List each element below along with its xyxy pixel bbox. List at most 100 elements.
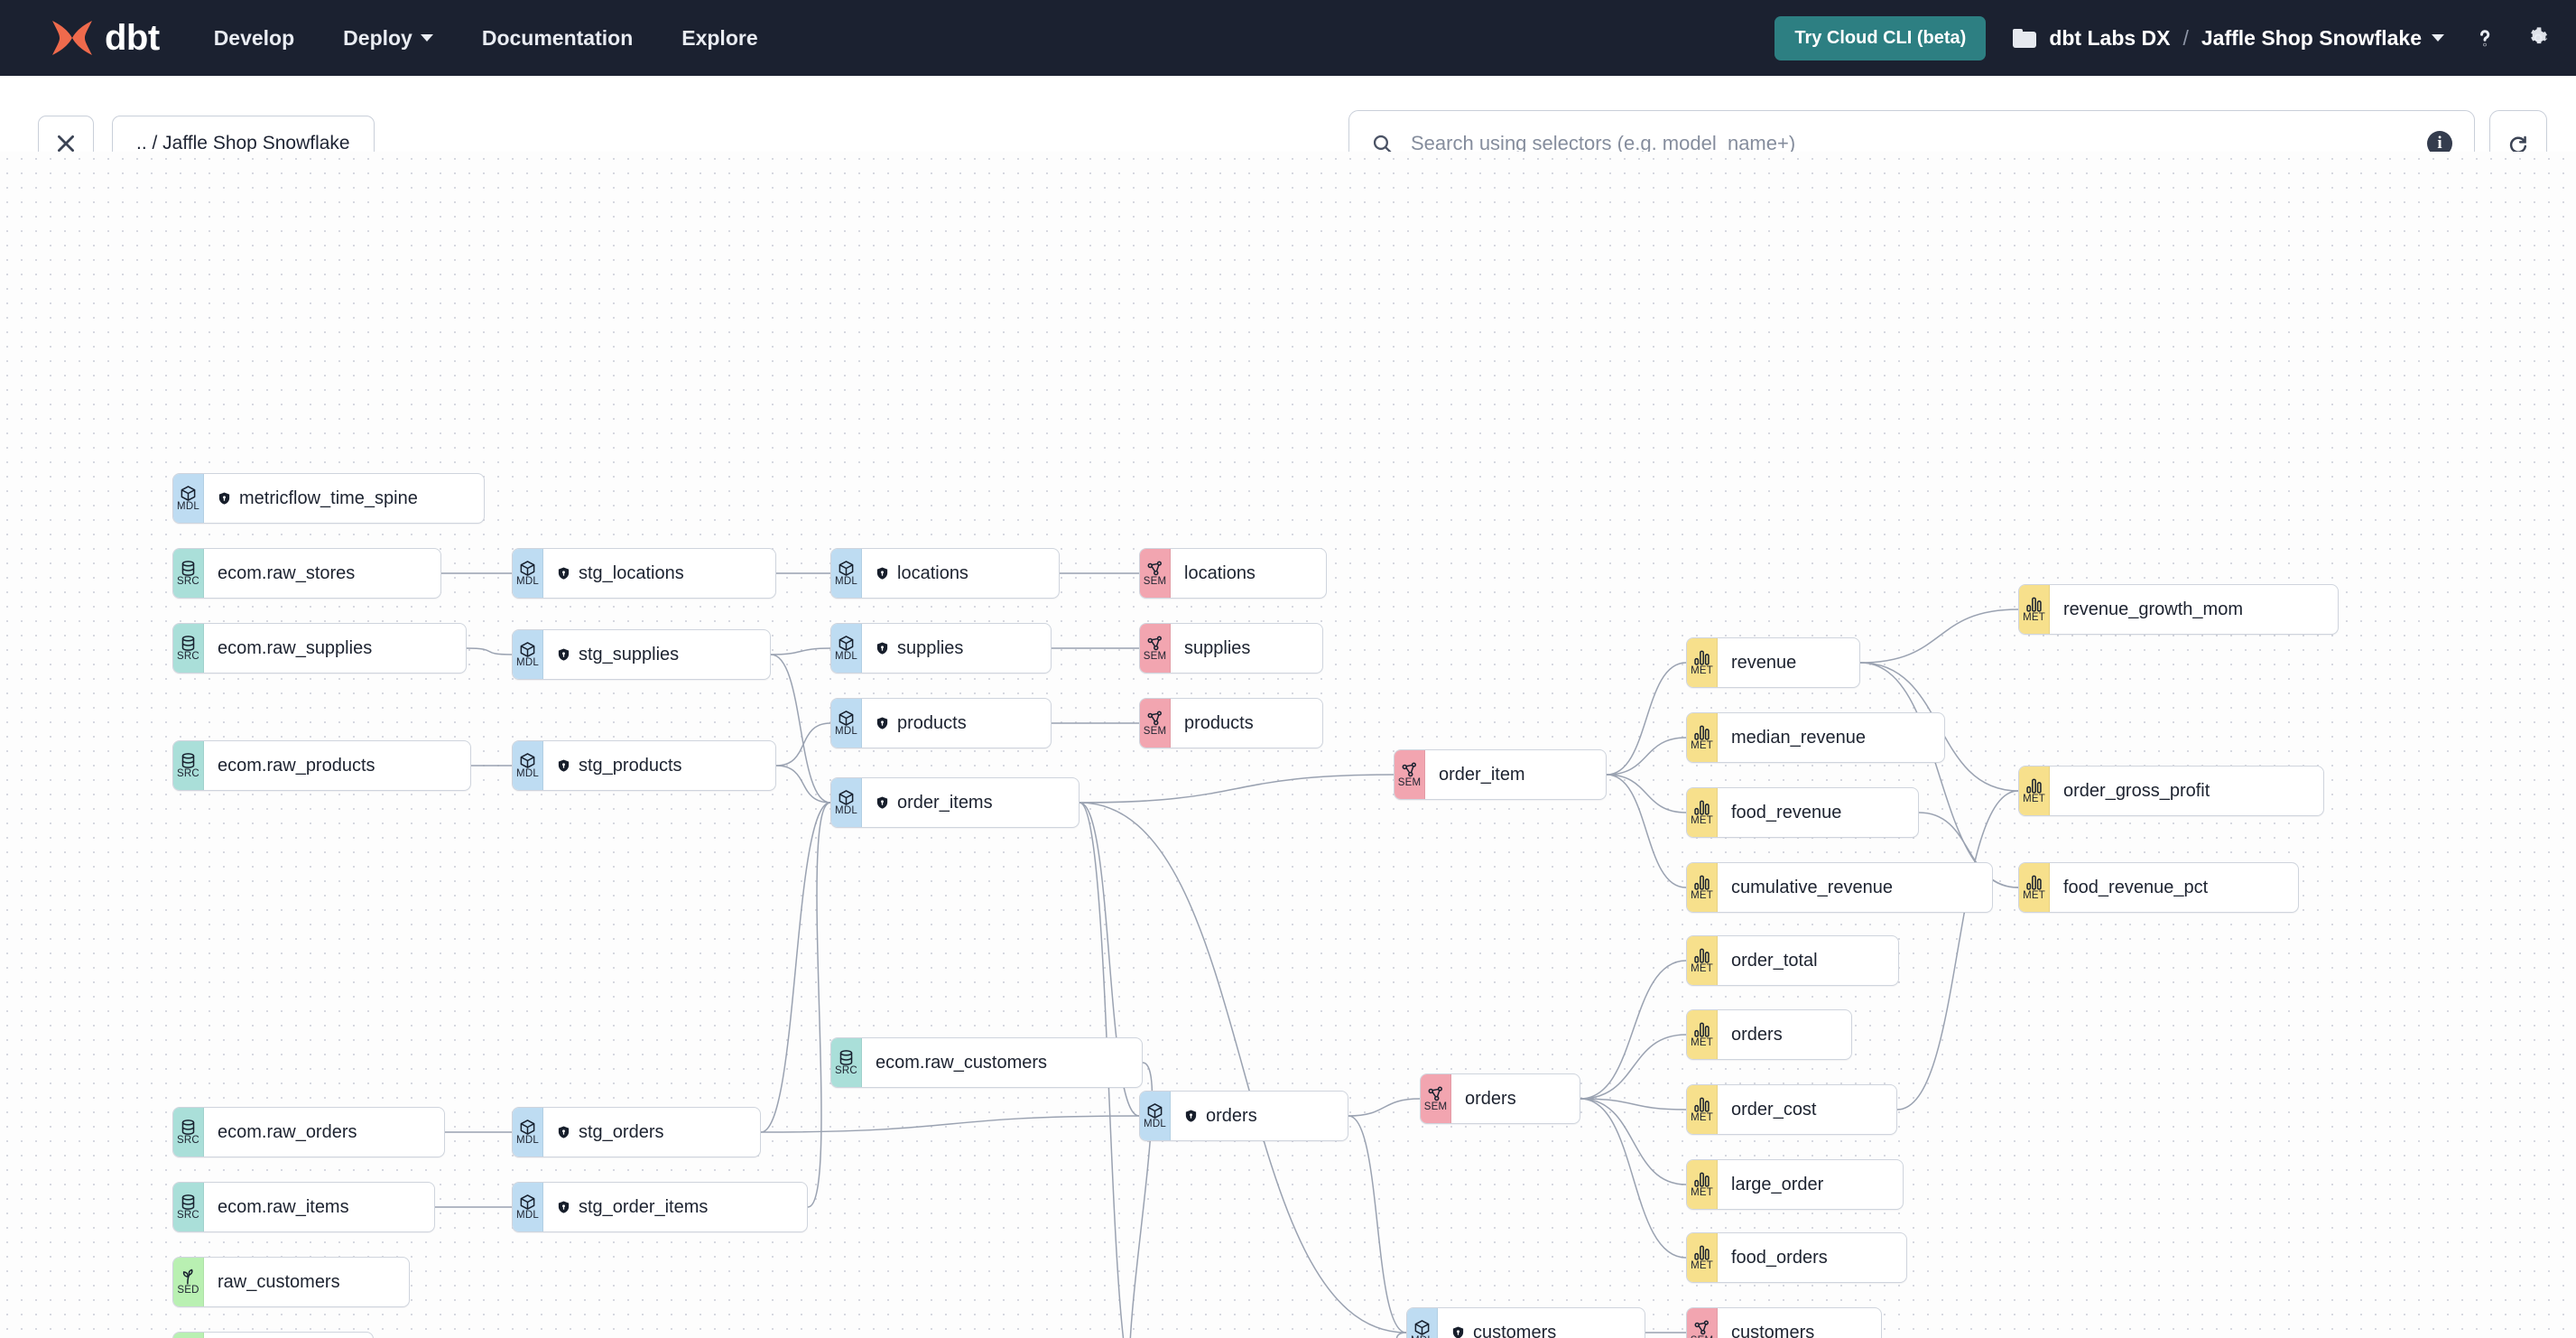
lineage-edge	[1580, 1098, 1687, 1259]
lineage-edge	[775, 722, 831, 767]
node-type-badge-mdl: MDL	[513, 1183, 543, 1231]
graph-node-sem_customers[interactable]: SEMcustomers	[1686, 1307, 1882, 1338]
node-label: supplies	[1184, 637, 1251, 658]
primary-nav-links: Develop Deploy Documentation Explore	[214, 26, 758, 51]
semantic-network-icon	[1401, 761, 1418, 778]
nav-link-deploy[interactable]: Deploy	[343, 26, 433, 51]
lineage-edge	[1859, 662, 2019, 888]
graph-node-raw_customers[interactable]: SED raw_customers	[172, 1257, 410, 1307]
node-body: revenue	[1718, 638, 1859, 687]
seedling-icon	[180, 1268, 197, 1286]
node-label: customers	[1473, 1322, 1557, 1338]
nav-link-explore[interactable]: Explore	[681, 26, 757, 51]
node-type-label: MET	[1691, 1259, 1713, 1271]
node-type-badge-met: MET	[1687, 1233, 1718, 1282]
account-name[interactable]: dbt Labs DX	[2049, 25, 2171, 50]
bar-chart-icon	[1693, 1096, 1710, 1113]
node-type-label: MET	[2023, 611, 2045, 623]
node-label: order_items	[897, 792, 993, 813]
lineage-edge	[807, 802, 831, 1208]
node-body: supplies	[1171, 624, 1322, 673]
database-icon	[180, 1119, 197, 1136]
node-type-label: MET	[1691, 739, 1713, 751]
project-selector[interactable]: Jaffle Shop Snowflake	[2201, 26, 2444, 51]
node-label: cumulative_revenue	[1731, 877, 1893, 897]
top-navigation-bar: dbt Develop Deploy Documentation Explore…	[0, 0, 2576, 76]
node-type-badge-met: MET	[1687, 788, 1718, 837]
node-type-badge-src: SRC	[173, 741, 204, 790]
gear-icon[interactable]	[2525, 25, 2551, 51]
node-type-label: MET	[1691, 1036, 1713, 1048]
node-type-badge-src: SRC	[173, 549, 204, 598]
node-type-badge-mdl: MDL	[831, 549, 862, 598]
try-cloud-cli-button[interactable]: Try Cloud CLI (beta)	[1774, 15, 1987, 60]
node-body: stg_products	[543, 741, 775, 790]
close-icon	[58, 135, 74, 152]
shield-icon	[557, 1124, 570, 1140]
node-body: ecom.raw_stores	[204, 549, 440, 598]
cube-icon	[519, 1119, 536, 1136]
nav-link-develop[interactable]: Develop	[214, 26, 294, 51]
node-type-label: SEM	[1143, 575, 1167, 587]
node-type-badge-mdl: MDL	[513, 741, 543, 790]
shield-icon	[557, 646, 570, 663]
node-body: raw_customers	[204, 1258, 409, 1306]
cube-icon	[519, 641, 536, 658]
node-type-badge-sed: SED	[173, 1258, 204, 1306]
node-type-label: MDL	[835, 575, 857, 587]
semantic-network-icon	[1146, 710, 1163, 727]
dbt-logo[interactable]: dbt	[49, 17, 160, 59]
node-label: metricflow_time_spine	[239, 488, 418, 508]
node-type-label: MET	[2023, 889, 2045, 901]
nav-link-documentation[interactable]: Documentation	[482, 26, 633, 51]
node-type-label: MDL	[835, 650, 857, 662]
node-type-label: MDL	[516, 1209, 539, 1221]
help-icon[interactable]	[2471, 24, 2498, 51]
node-label: stg_orders	[579, 1121, 664, 1142]
cube-icon	[519, 560, 536, 577]
lineage-edge	[1079, 774, 1395, 804]
nav-link-explore-label: Explore	[681, 25, 758, 50]
graph-node-mdl_customers[interactable]: MDLcustomers	[1406, 1307, 1645, 1338]
node-label: orders	[1206, 1105, 1257, 1126]
node-type-label: SED	[177, 1284, 199, 1296]
shield-icon	[557, 565, 570, 581]
database-icon	[180, 1194, 197, 1211]
